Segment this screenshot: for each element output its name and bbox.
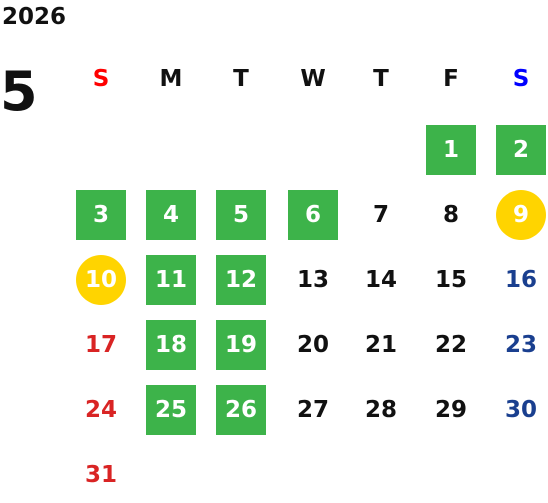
day-cell[interactable]: 22 xyxy=(434,332,467,358)
day-cell[interactable]: 3 xyxy=(76,190,126,240)
day-cell[interactable]: 24 xyxy=(84,397,117,423)
day-cell[interactable]: 23 xyxy=(504,332,537,358)
day-cell[interactable]: 6 xyxy=(288,190,338,240)
day-cell[interactable]: 21 xyxy=(364,332,397,358)
day-cell[interactable]: 15 xyxy=(434,267,467,293)
day-cell[interactable]: 2 xyxy=(496,125,546,175)
weekday-mon: M xyxy=(159,66,183,92)
day-cell[interactable]: 19 xyxy=(216,320,266,370)
day-cell[interactable]: 30 xyxy=(504,397,537,423)
day-cell[interactable]: 5 xyxy=(216,190,266,240)
day-cell[interactable]: 29 xyxy=(434,397,467,423)
day-cell[interactable]: 25 xyxy=(146,385,196,435)
weekday-fri: F xyxy=(443,66,459,92)
weekday-tue: T xyxy=(233,66,249,92)
day-cell[interactable]: 14 xyxy=(364,267,397,293)
day-cell[interactable]: 16 xyxy=(504,267,537,293)
day-cell[interactable]: 9 xyxy=(496,190,546,240)
day-cell[interactable]: 31 xyxy=(84,462,117,488)
year-label: 2026 xyxy=(2,4,67,30)
day-cell[interactable]: 18 xyxy=(146,320,196,370)
day-cell[interactable]: 8 xyxy=(442,202,459,228)
day-cell[interactable]: 28 xyxy=(364,397,397,423)
day-cell[interactable]: 26 xyxy=(216,385,266,435)
day-cell[interactable]: 4 xyxy=(146,190,196,240)
day-cell[interactable]: 17 xyxy=(84,332,117,358)
day-cell[interactable]: 7 xyxy=(372,202,389,228)
weekday-sat: S xyxy=(512,66,530,92)
day-cell[interactable]: 20 xyxy=(296,332,329,358)
day-cell[interactable]: 1 xyxy=(426,125,476,175)
day-cell[interactable]: 12 xyxy=(216,255,266,305)
weekday-wed: W xyxy=(300,66,326,92)
day-cell[interactable]: 10 xyxy=(76,255,126,305)
weekday-thu: T xyxy=(373,66,389,92)
month-label: 5 xyxy=(0,60,38,123)
day-cell[interactable]: 27 xyxy=(296,397,329,423)
weekday-sun: S xyxy=(92,66,110,92)
day-cell[interactable]: 11 xyxy=(146,255,196,305)
day-cell[interactable]: 13 xyxy=(296,267,329,293)
